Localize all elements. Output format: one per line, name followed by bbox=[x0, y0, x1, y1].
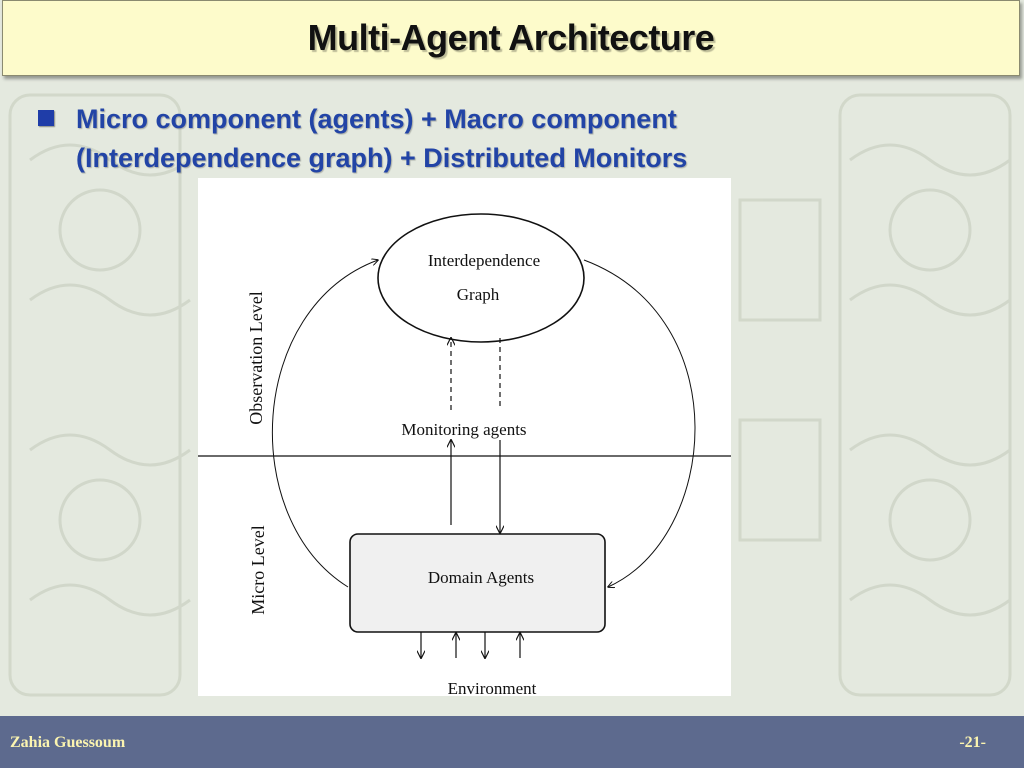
domain-agents-box bbox=[349, 533, 606, 633]
environment-label: Environment bbox=[448, 679, 537, 696]
right-feedback-arc bbox=[583, 259, 696, 587]
monitoring-agents-label: Monitoring agents bbox=[401, 420, 526, 439]
graph-label-line2: Graph bbox=[457, 285, 500, 304]
title-bar: Multi-Agent Architecture bbox=[2, 0, 1020, 76]
left-feedback-arc bbox=[271, 260, 378, 588]
graph-label-line1: Interdependence bbox=[428, 251, 540, 270]
bullet-square-icon bbox=[38, 110, 54, 126]
domain-agents-label: Domain Agents bbox=[428, 568, 534, 587]
micro-level-label: Micro Level bbox=[248, 525, 268, 614]
bullet-text: Micro component (agents) + Macro compone… bbox=[76, 104, 688, 173]
architecture-diagram: Interdependence Graph Monitoring agents … bbox=[198, 178, 731, 696]
slide-title: Multi-Agent Architecture bbox=[307, 17, 715, 58]
footer-bar: Zahia Guessoum -21- bbox=[0, 716, 1024, 768]
interdependence-graph-node bbox=[377, 213, 585, 343]
footer-author: Zahia Guessoum bbox=[10, 734, 126, 751]
observation-level-label: Observation Level bbox=[246, 291, 266, 424]
footer-page-number: -21- bbox=[959, 734, 986, 751]
